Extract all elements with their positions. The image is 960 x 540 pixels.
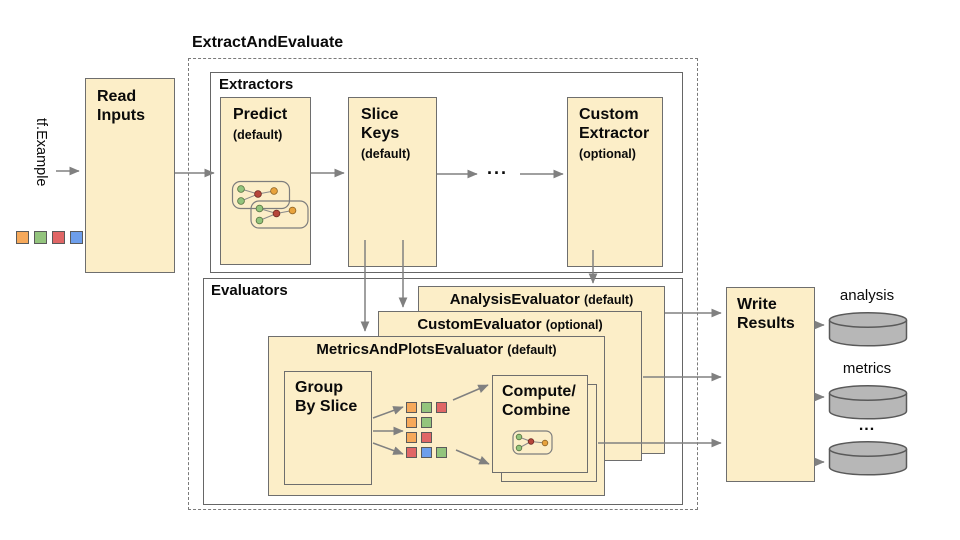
evaluators-label: Evaluators — [211, 282, 288, 299]
group-by-slice-label: Group By Slice — [295, 379, 358, 415]
example-square-orange — [16, 231, 29, 244]
slice-row-2 — [406, 417, 432, 428]
metrics-database-icon — [828, 385, 908, 420]
metrics-and-plots-evaluator-name: MetricsAndPlotsEvaluator — [316, 341, 504, 358]
group-by-slice-box: Group By Slice — [284, 371, 372, 485]
analysis-database-icon — [828, 312, 908, 347]
slice-square-red — [436, 402, 447, 413]
predict-extractor-box: Predict (default) — [220, 97, 311, 265]
custom-evaluator-name: CustomEvaluator — [417, 316, 542, 333]
tf-example-label: tf.Example — [33, 118, 49, 187]
tf-example-record-squares — [16, 231, 83, 244]
slice-square-red — [406, 447, 417, 458]
slice-row-3 — [406, 432, 432, 443]
read-inputs-box: Read Inputs — [85, 78, 175, 273]
extractors-label: Extractors — [219, 76, 294, 93]
slice-keys-extractor-box: Slice Keys (default) — [348, 97, 437, 267]
write-results-box: Write Results — [726, 287, 815, 482]
compute-combine-box: Compute/ Combine — [492, 375, 588, 473]
slice-keys-label: Slice Keys — [361, 106, 400, 142]
slice-square-green — [421, 402, 432, 413]
more-database-icon — [828, 441, 908, 476]
example-square-blue — [70, 231, 83, 244]
slice-square-orange — [406, 432, 417, 443]
predict-label: Predict — [233, 106, 288, 123]
combine-graph-icon — [512, 430, 553, 455]
slice-row-1 — [406, 402, 447, 413]
model-graph-icon — [231, 180, 309, 229]
read-inputs-label: Read Inputs — [97, 88, 145, 124]
example-square-green — [34, 231, 47, 244]
custom-extractor-label: Custom Extractor — [579, 106, 650, 142]
slice-square-blue — [421, 447, 432, 458]
slice-square-green — [436, 447, 447, 458]
slice-keys-qualifier: (default) — [361, 146, 411, 161]
slice-square-orange — [406, 417, 417, 428]
slice-row-4 — [406, 447, 447, 458]
custom-evaluator-qualifier: (optional) — [545, 318, 603, 332]
write-results-label: Write Results — [737, 296, 795, 332]
analysis-evaluator-title: AnalysisEvaluator (default) — [419, 287, 664, 308]
example-square-red — [52, 231, 65, 244]
custom-extractor-box: Custom Extractor (optional) — [567, 97, 663, 267]
compute-combine-label: Compute/ Combine — [502, 383, 576, 419]
slice-square-green — [421, 417, 432, 428]
output-analysis-label: analysis — [839, 287, 895, 304]
extract-and-evaluate-container — [188, 58, 698, 510]
slice-square-orange — [406, 402, 417, 413]
custom-evaluator-title: CustomEvaluator (optional) — [379, 312, 641, 333]
output-more-label: ... — [858, 417, 876, 434]
predict-qualifier: (default) — [233, 127, 283, 142]
custom-extractor-qualifier: (optional) — [579, 146, 636, 161]
slice-square-red — [421, 432, 432, 443]
metrics-and-plots-evaluator-qualifier: (default) — [507, 343, 557, 357]
extractors-ellipsis: ... — [487, 158, 509, 178]
output-metrics-label: metrics — [842, 360, 892, 377]
evaluators-container: Evaluators — [203, 278, 683, 505]
metrics-and-plots-evaluator-title: MetricsAndPlotsEvaluator (default) — [269, 337, 604, 358]
analysis-evaluator-name: AnalysisEvaluator — [449, 291, 580, 308]
analysis-evaluator-qualifier: (default) — [583, 293, 634, 307]
pipeline-title: ExtractAndEvaluate — [192, 34, 344, 51]
